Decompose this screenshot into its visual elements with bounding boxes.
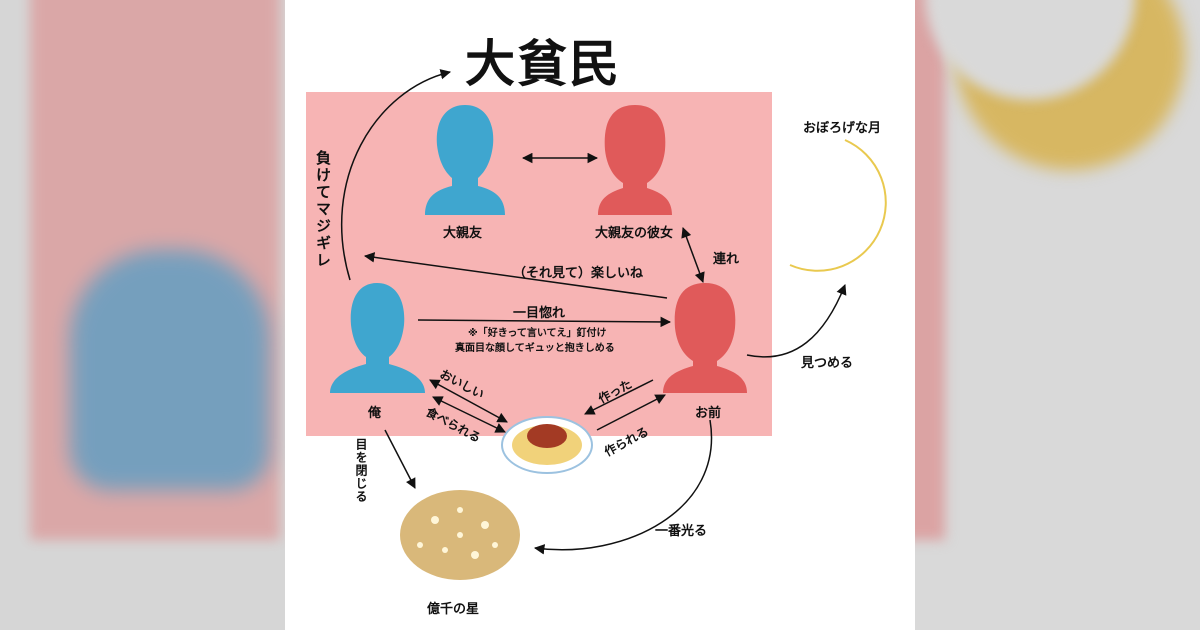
label-moon: おぼろげな月 (803, 121, 882, 136)
label-best-friend: 大親友 (443, 226, 483, 241)
person-red-icon (598, 105, 672, 215)
person-red-icon (663, 283, 747, 393)
background-blue-blur (70, 250, 270, 490)
person-blue-icon (330, 283, 425, 393)
relation-close-eyes: 目を閉じる (354, 438, 368, 503)
relation-note-line2: 真面目な顔してギュッと抱きしめる (455, 343, 615, 354)
relation-gaze: 見つめる (801, 356, 854, 371)
page-title: 大貧民 (465, 35, 621, 93)
relation-watching: （それ見て）楽しいね (513, 266, 644, 281)
label-stars: 億千の星 (427, 602, 480, 617)
background-right-blur (915, 0, 1200, 630)
relation-shines-most: 一番光る (655, 524, 708, 539)
moon-icon (789, 139, 887, 272)
label-best-friend-girlfriend: 大親友の彼女 (595, 226, 674, 241)
background-pink-blur (915, 0, 945, 540)
relation-lose-mad: 負けてマジギレ (314, 150, 332, 269)
relation-take-along: 連れ (713, 252, 740, 267)
stars-icon (400, 490, 520, 580)
label-me: 俺 (368, 406, 382, 421)
background-left-blur (0, 0, 285, 630)
diagram-graphics (330, 69, 887, 580)
relation-note-line1: ※「好きって言いてえ」釘付け (468, 328, 607, 339)
person-blue-icon (425, 105, 505, 215)
label-you: お前 (695, 406, 722, 421)
relation-love-at-first-sight: 一目惚れ (513, 306, 566, 321)
spaghetti-icon (501, 416, 593, 474)
diagram-panel: 大貧民 大親友 大親友の彼女 俺 お前 おぼろげな月 億千の星 連れ （それ見て… (285, 0, 915, 630)
